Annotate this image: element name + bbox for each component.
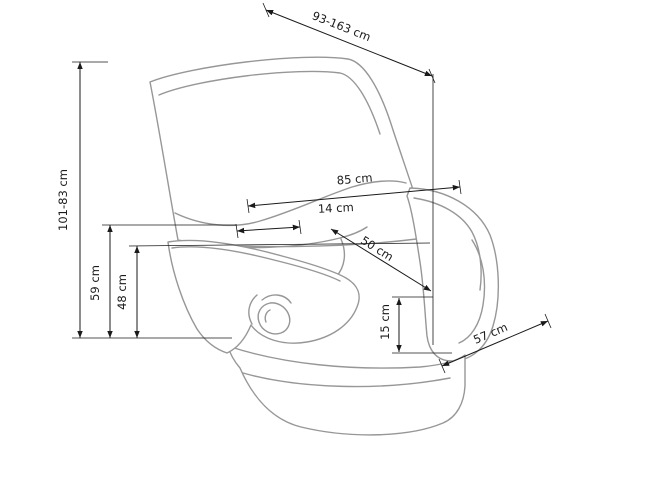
tick <box>428 68 436 84</box>
dimension-armrest-width: 14 cm <box>235 200 355 239</box>
dimension-label-clearance: 15 cm <box>378 304 392 340</box>
dimension-back-height: 59 cm <box>88 224 236 338</box>
tick <box>235 223 239 239</box>
dimension-line <box>330 228 432 292</box>
dimension-label-back-height: 59 cm <box>88 265 102 301</box>
dimension-line <box>247 184 461 209</box>
chair-left-arm-outline <box>167 239 360 354</box>
dimension-label-height-range: 101-83 cm <box>56 169 70 231</box>
tick <box>458 179 462 195</box>
tick <box>438 358 446 374</box>
recliner-drawing <box>149 56 499 436</box>
chair-left-arm-roll-seam <box>171 246 341 282</box>
chair-base-seam <box>242 372 451 388</box>
chair-recline-lever-inner <box>264 309 271 323</box>
dimension-label-total-width: 85 cm <box>336 170 373 187</box>
dimension-clearance: 15 cm <box>378 296 452 354</box>
tick <box>262 2 270 18</box>
dimension-line <box>236 224 301 234</box>
dimension-line <box>441 320 549 367</box>
dimension-label-armrest-width: 14 cm <box>318 200 355 216</box>
chair-left-arm-scroll-curl <box>248 294 258 325</box>
chair-base-outline <box>227 345 466 436</box>
chair-left-arm-scroll-inner <box>261 294 292 304</box>
dimension-label-recline-range: 93-163 cm <box>310 8 373 44</box>
tick <box>298 219 302 235</box>
dimension-total-width: 85 cm <box>246 170 462 214</box>
tick <box>544 313 552 329</box>
tick <box>246 198 250 214</box>
dimension-height-range: 101-83 cm <box>56 61 232 339</box>
chair-recline-lever <box>257 302 291 335</box>
dimension-line <box>265 9 433 77</box>
dimension-label-seat-height: 48 cm <box>115 274 129 310</box>
